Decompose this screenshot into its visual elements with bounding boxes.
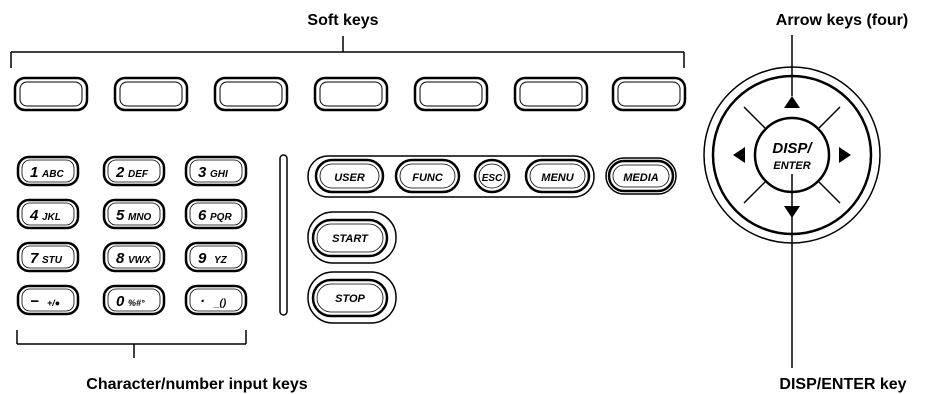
soft-keys-bracket	[10, 36, 685, 68]
key-period[interactable]: · _()	[184, 284, 248, 316]
soft-key-3[interactable]	[213, 76, 289, 112]
esc-key-label: ESC	[482, 173, 503, 184]
esc-key[interactable]: ESC	[473, 158, 511, 194]
stop-key[interactable]: STOP	[307, 271, 397, 324]
key-4-jkl[interactable]: 4 JKL	[16, 198, 80, 230]
disp-enter-key[interactable]: DISP/ ENTER	[753, 116, 831, 194]
soft-key-4[interactable]	[313, 76, 389, 112]
disp-enter-line2: ENTER	[773, 160, 810, 172]
key-2-def[interactable]: 2 DEF	[102, 155, 166, 187]
key-sub-label: DEF	[128, 169, 149, 180]
media-key[interactable]: MEDIA	[605, 157, 677, 195]
key-main-label: 9	[198, 250, 207, 267]
key-sub-label: VWX	[128, 255, 152, 266]
char-keys-bracket	[16, 330, 247, 358]
key-5-mno[interactable]: 5 MNO	[102, 198, 166, 230]
arrow-left-key[interactable]	[733, 147, 745, 163]
key-8-vwx[interactable]: 8 VWX	[102, 241, 166, 273]
key-sub-label: JKL	[42, 212, 61, 223]
soft-key-1[interactable]	[13, 76, 89, 112]
user-key[interactable]: USER	[314, 158, 385, 194]
key-main-label: 7	[30, 250, 39, 267]
soft-key-2[interactable]	[113, 76, 189, 112]
key-minus[interactable]: − +/●	[16, 284, 80, 316]
soft-keys-label: Soft keys	[307, 12, 378, 29]
func-key-label: FUNC	[412, 172, 444, 184]
key-main-label: −	[30, 293, 39, 310]
key-sub-label: MNO	[128, 212, 152, 223]
disp-enter-line1: DISP/	[772, 140, 813, 157]
soft-key-7[interactable]	[611, 76, 687, 112]
key-main-label: 1	[30, 164, 38, 181]
key-3-ghi[interactable]: 3 GHI	[184, 155, 248, 187]
key-sub-label: GHI	[210, 169, 228, 180]
key-main-label: 3	[198, 164, 207, 181]
char-keys-label: Character/number input keys	[86, 376, 308, 393]
soft-keys-row	[13, 76, 687, 112]
key-9-yz[interactable]: 9 YZ	[184, 241, 248, 273]
key-main-label: 2	[115, 164, 125, 181]
soft-key-6[interactable]	[513, 76, 589, 112]
key-main-label: 4	[29, 207, 39, 224]
key-main-label: 6	[198, 207, 207, 224]
key-1-abc[interactable]: 1 ABC	[16, 155, 80, 187]
key-main-label: 5	[116, 207, 125, 224]
stop-key-label: STOP	[335, 293, 365, 305]
key-main-label: 0	[116, 293, 125, 310]
menu-key-label: MENU	[541, 172, 574, 184]
key-sub-label: PQR	[210, 212, 232, 223]
arrow-pad: DISP/ ENTER	[703, 66, 881, 244]
key-sub-label: %#°	[128, 298, 145, 308]
arrow-pad-separators	[743, 106, 841, 204]
arrow-up-key[interactable]	[784, 96, 800, 108]
start-key-label: START	[332, 233, 369, 245]
user-key-label: USER	[334, 172, 365, 184]
key-sub-label: YZ	[214, 255, 228, 266]
soft-key-5[interactable]	[413, 76, 489, 112]
key-sub-label: +/●	[47, 298, 60, 308]
key-7-stu[interactable]: 7 STU	[16, 241, 80, 273]
key-sub-label: STU	[42, 255, 63, 266]
character-number-keys: 1 ABC 2 DEF 3 GHI 4 JKL 5 MNO	[16, 155, 248, 316]
key-main-label: ·	[200, 293, 205, 310]
menu-key[interactable]: MENU	[524, 158, 591, 194]
key-main-label: 8	[116, 250, 125, 267]
key-0[interactable]: 0 %#°	[102, 284, 166, 316]
key-6-pqr[interactable]: 6 PQR	[184, 198, 248, 230]
divider-bar	[279, 154, 288, 316]
media-key-label: MEDIA	[623, 172, 659, 184]
arrow-right-key[interactable]	[839, 147, 851, 163]
arrow-keys-label: Arrow keys (four)	[776, 12, 908, 29]
key-sub-label: ABC	[41, 169, 64, 180]
key-sub-label: _()	[213, 298, 227, 309]
start-key[interactable]: START	[307, 211, 397, 264]
func-key[interactable]: FUNC	[394, 158, 461, 194]
disp-enter-label: DISP/ENTER key	[779, 376, 906, 393]
